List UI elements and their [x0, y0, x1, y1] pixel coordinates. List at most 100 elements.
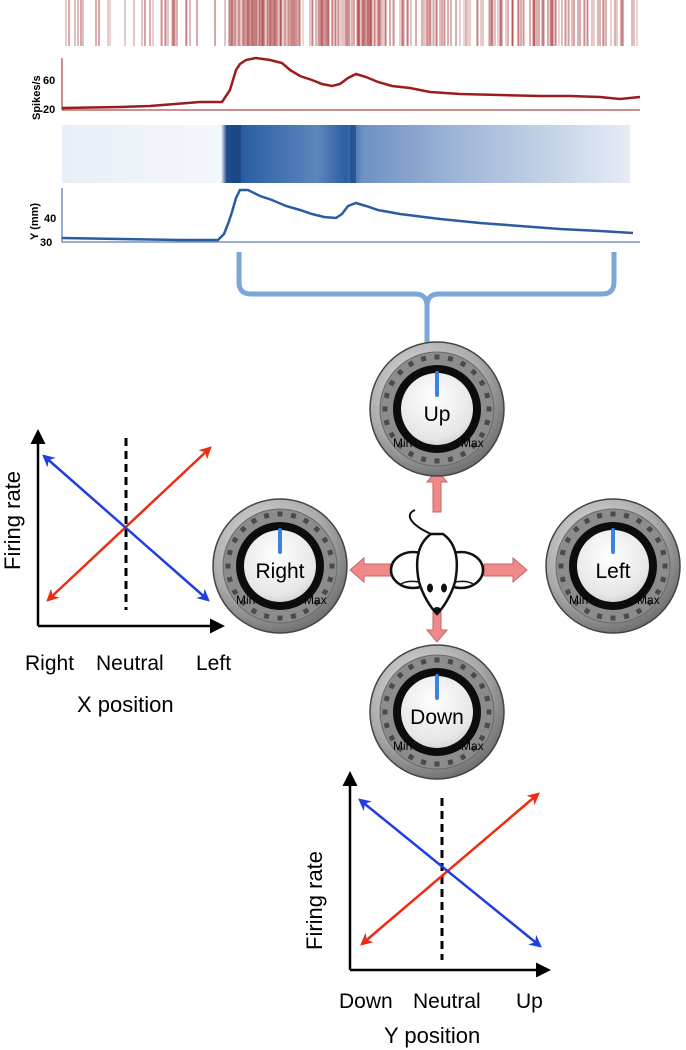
- knob-tick: [484, 392, 491, 399]
- knob-tick: [420, 658, 427, 665]
- pad-arrow-right: [483, 556, 528, 584]
- knob-tick: [610, 511, 616, 517]
- knob-tick: [459, 663, 467, 671]
- x-plot-tick-right: Right: [25, 652, 74, 675]
- knob-cap: [577, 530, 649, 602]
- x-plot-tick-left: Left: [196, 652, 231, 675]
- knob-tick: [564, 588, 572, 596]
- knob-tick: [420, 759, 427, 766]
- knob-tick: [564, 536, 572, 544]
- mouse-icon: [389, 509, 485, 616]
- knob-tick: [583, 517, 591, 525]
- knob-tick: [478, 734, 486, 742]
- knob-tick: [484, 722, 491, 729]
- knob-tick: [459, 360, 467, 368]
- knob-tick: [559, 576, 566, 583]
- knob-tick: [662, 563, 668, 569]
- x-plot-red-line: [46, 446, 212, 602]
- knob-tick: [484, 419, 491, 426]
- knob-tick: [388, 734, 396, 742]
- knob-tick: [250, 517, 258, 525]
- knob-tick: [583, 607, 591, 615]
- y-plot-ylabel: Firing rate: [302, 851, 327, 950]
- knob-cap: [401, 373, 473, 445]
- rate-panel: Spikes/s 60 20: [31, 56, 641, 120]
- knob-tick: [382, 709, 388, 715]
- position-tick-40: 40: [44, 213, 56, 225]
- knob-tick: [277, 615, 283, 621]
- x-plot-blue-line: [42, 454, 210, 602]
- rate-trace: [61, 56, 641, 110]
- knob-tick: [447, 759, 454, 766]
- rate-ylabel: Spikes/s: [31, 75, 43, 120]
- position-tick-30: 30: [40, 237, 52, 249]
- knob-min-label: Min: [236, 593, 255, 607]
- pad-arrow-up: [425, 469, 449, 513]
- knob-tick: [388, 682, 396, 690]
- knob-tick: [329, 563, 335, 569]
- knob-tick: [447, 355, 454, 362]
- knob-tick: [434, 354, 440, 360]
- x-plot-tick-neutral: Neutral: [96, 652, 164, 675]
- y-plot-tick-neutral: Neutral: [413, 990, 481, 1013]
- knob-tick: [327, 549, 334, 556]
- knob-tick: [623, 512, 630, 519]
- knob-tick: [302, 517, 310, 525]
- knob-tick: [383, 695, 390, 702]
- knob-tick: [231, 536, 239, 544]
- rate-tick-60: 60: [43, 75, 55, 87]
- knob-tick: [635, 517, 643, 525]
- y-plot-tick-up: Up: [516, 990, 543, 1013]
- heat-peak-2: [350, 125, 356, 183]
- position-trace: [61, 188, 634, 242]
- knob-tick: [407, 450, 415, 458]
- knob-tick: [654, 536, 662, 544]
- knob-tick: [407, 753, 415, 761]
- knob-tick: [321, 536, 329, 544]
- knob-tick: [434, 657, 440, 663]
- knob-tick: [596, 613, 603, 620]
- knob-tick: [321, 588, 329, 596]
- knob-max-label: Max: [461, 739, 484, 753]
- knob-tick: [388, 379, 396, 387]
- x-plot-ylabel: Firing rate: [0, 471, 25, 570]
- knob-tick: [383, 722, 390, 729]
- knob-tick: [388, 431, 396, 439]
- knob-tick: [478, 431, 486, 439]
- x-plot-xlabel: X position: [77, 692, 174, 717]
- knob-max-label: Max: [304, 593, 327, 607]
- heat-strip: [62, 125, 630, 183]
- position-panel: Y (mm) 40 30: [29, 188, 640, 249]
- knob-tick: [434, 458, 440, 464]
- knob-max-label: Max: [637, 593, 660, 607]
- knob-tick: [302, 607, 310, 615]
- heat-peak-1: [231, 125, 241, 183]
- knob-tick: [478, 682, 486, 690]
- knob-tick: [434, 761, 440, 767]
- knob-tick: [447, 658, 454, 665]
- knob-tick: [486, 709, 492, 715]
- knob-tick: [327, 576, 334, 583]
- y-tuning-plot: Firing rate Down Neutral Up Y position: [302, 771, 551, 1048]
- knob-tick: [559, 549, 566, 556]
- window-bracket: [236, 252, 617, 345]
- knob-tick: [263, 512, 270, 519]
- knob-tick: [231, 588, 239, 596]
- knob-tick: [383, 392, 390, 399]
- knob-tick: [407, 360, 415, 368]
- knob-max-label: Max: [461, 436, 484, 450]
- knob-tick: [420, 355, 427, 362]
- spike-raster: [65, 0, 638, 46]
- pad-arrow-down: [425, 611, 449, 643]
- knob-tick: [277, 511, 283, 517]
- knob-tick: [290, 613, 297, 620]
- knob-tick: [486, 406, 492, 412]
- knob-tick: [623, 613, 630, 620]
- knob-tick: [654, 588, 662, 596]
- rate-tick-20: 20: [43, 104, 55, 116]
